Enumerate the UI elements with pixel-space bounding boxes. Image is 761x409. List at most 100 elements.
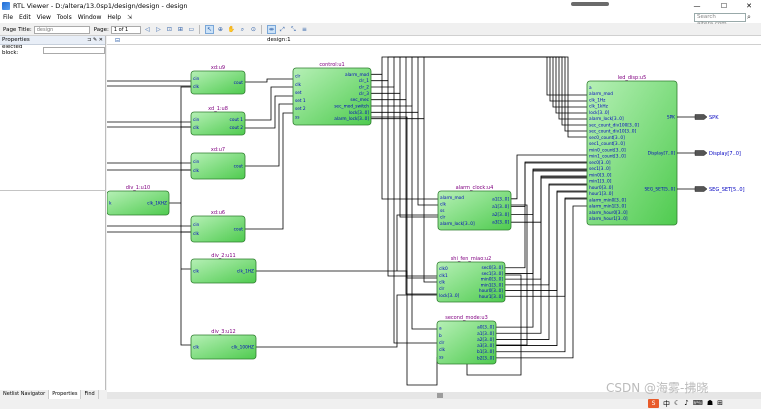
bus-icon[interactable]: ≡ xyxy=(301,26,307,33)
collapse-icon[interactable]: ⤡ xyxy=(290,25,296,33)
wire xyxy=(466,274,522,376)
port-in-label: cin xyxy=(193,222,200,228)
block-shifen[interactable]: shi_fen_miao:u2clk0clk1clkclrlock[3..0]s… xyxy=(436,256,506,303)
port-in-label: alarm_hour1[3..0] xyxy=(589,216,628,222)
search-icon[interactable]: ⌕ xyxy=(747,13,751,21)
output-pin-icon[interactable] xyxy=(694,186,708,192)
block-body xyxy=(190,70,246,95)
menu-edit[interactable]: Edit xyxy=(19,14,31,21)
minimize-button[interactable]: — xyxy=(693,2,701,10)
context-help-icon[interactable]: ⇲ xyxy=(127,14,133,21)
keyboard-icon[interactable]: ⌨ xyxy=(692,399,703,407)
menu-file[interactable]: File xyxy=(3,14,14,21)
wire xyxy=(256,294,437,348)
port-in-label: k xyxy=(109,201,112,207)
app-icon xyxy=(2,2,10,10)
hierarchy-down-icon[interactable]: ⊞ xyxy=(177,26,183,33)
horizontal-scrollbar[interactable] xyxy=(107,392,761,399)
tab-find[interactable]: Find xyxy=(81,390,99,399)
port-in-label: alarm_mod xyxy=(440,195,464,201)
selected-block-field[interactable] xyxy=(42,46,105,54)
control-wire xyxy=(371,92,438,218)
tab-properties[interactable]: Properties xyxy=(49,390,82,399)
block-body xyxy=(190,111,246,136)
hierarchy-up-icon[interactable]: ⊡ xyxy=(166,26,172,33)
block-body xyxy=(436,261,506,303)
bus-wire xyxy=(496,198,587,353)
bus-wire xyxy=(496,184,587,340)
menu-tools[interactable]: Tools xyxy=(56,14,72,21)
block-body xyxy=(190,258,257,284)
shirt-icon[interactable]: ☗ xyxy=(706,399,714,407)
find-icon[interactable]: ⌕ xyxy=(240,25,245,33)
tab-netlist-navigator[interactable]: Netlist Navigator xyxy=(0,390,50,399)
block-led[interactable]: led_disp:u5aalarm_modclk_1Hzclk_1kHzlock… xyxy=(586,75,678,226)
mic-icon[interactable]: ♪ xyxy=(684,399,689,407)
port-in-label: b xyxy=(439,333,442,339)
moon-icon[interactable]: ☾ xyxy=(674,399,681,407)
output-pin-icon[interactable] xyxy=(694,150,708,156)
pane-controls-icon[interactable]: ⊐ ✎ ✕ xyxy=(87,37,103,43)
zoom-tool-icon[interactable]: ⊕ xyxy=(217,26,223,33)
menu-help[interactable]: Help xyxy=(107,14,122,21)
wire xyxy=(245,112,293,230)
block-title: xd:u9 xyxy=(211,65,225,71)
drag-handle[interactable] xyxy=(571,2,609,6)
bus-wire xyxy=(505,197,587,297)
output-pin-icon[interactable] xyxy=(694,114,708,120)
page-select[interactable]: 1 of 1 xyxy=(110,25,141,34)
ime-icon[interactable]: 中 xyxy=(663,400,670,408)
close-button[interactable]: ✕ xyxy=(746,2,752,10)
expand-icon[interactable]: ⤢ xyxy=(279,25,285,33)
menu-view[interactable]: View xyxy=(36,14,51,21)
page-icon[interactable]: ▭ xyxy=(188,26,195,33)
port-out-label: cout xyxy=(234,164,244,170)
back-icon[interactable]: ◁ xyxy=(145,26,150,33)
port-out-label: a3[3..0] xyxy=(477,343,494,349)
port-out-label: clr_3 xyxy=(359,91,369,97)
menu-window[interactable]: Window xyxy=(77,14,102,21)
watermark: CSDN @海雾-拂晓 xyxy=(606,381,709,395)
search-input[interactable]: Search altera.com xyxy=(694,13,746,27)
control-wire xyxy=(371,111,438,206)
scrollbar-thumb[interactable] xyxy=(437,393,443,398)
port-out-label: b2[3..0] xyxy=(477,355,494,361)
bus-wire xyxy=(511,154,587,200)
maximize-button[interactable]: ☐ xyxy=(720,2,728,10)
page-title-label: Page Title: xyxy=(3,26,32,33)
port-in-label: sec0[3..0] xyxy=(589,160,611,166)
block-body xyxy=(436,320,497,365)
sogou-icon[interactable]: S xyxy=(648,399,659,408)
toolbar-divider xyxy=(260,25,262,34)
selection-tool-icon[interactable]: ↖ xyxy=(204,25,214,34)
page-title-field[interactable]: design xyxy=(33,25,90,34)
hand-tool-icon[interactable]: ✋ xyxy=(227,26,236,33)
output-pin-label: SEG_SET[5..0] xyxy=(709,187,745,193)
block-second[interactable]: second_mode:u3abclrclkssa0[3..0]a1[3..0]… xyxy=(436,315,497,365)
port-out-label: clk_1HZ xyxy=(237,269,254,275)
block-title: xd:u7 xyxy=(211,147,225,153)
schematic-icon: ⊟ xyxy=(115,37,121,44)
block-alarm[interactable]: alarm_clock:u4alarm_modclkssclralarm_loc… xyxy=(437,185,512,231)
grid-icon[interactable]: ⊞ xyxy=(717,399,724,407)
port-out-label: a1[3..0] xyxy=(477,331,494,337)
wire xyxy=(245,86,293,121)
fit-icon[interactable]: ⊙ xyxy=(250,26,256,33)
selected-block-label: elected block: xyxy=(2,44,23,56)
port-out-label: cout 2 xyxy=(230,125,244,131)
port-in-label: hour0[3..0] xyxy=(589,185,613,191)
port-in-label: clr xyxy=(439,286,445,292)
port-in-label: clk0 xyxy=(439,266,448,272)
tab-design[interactable]: design:1 xyxy=(267,37,291,43)
show-ports-icon[interactable]: ⇹ xyxy=(266,25,276,34)
forward-icon[interactable]: ▷ xyxy=(156,26,161,33)
